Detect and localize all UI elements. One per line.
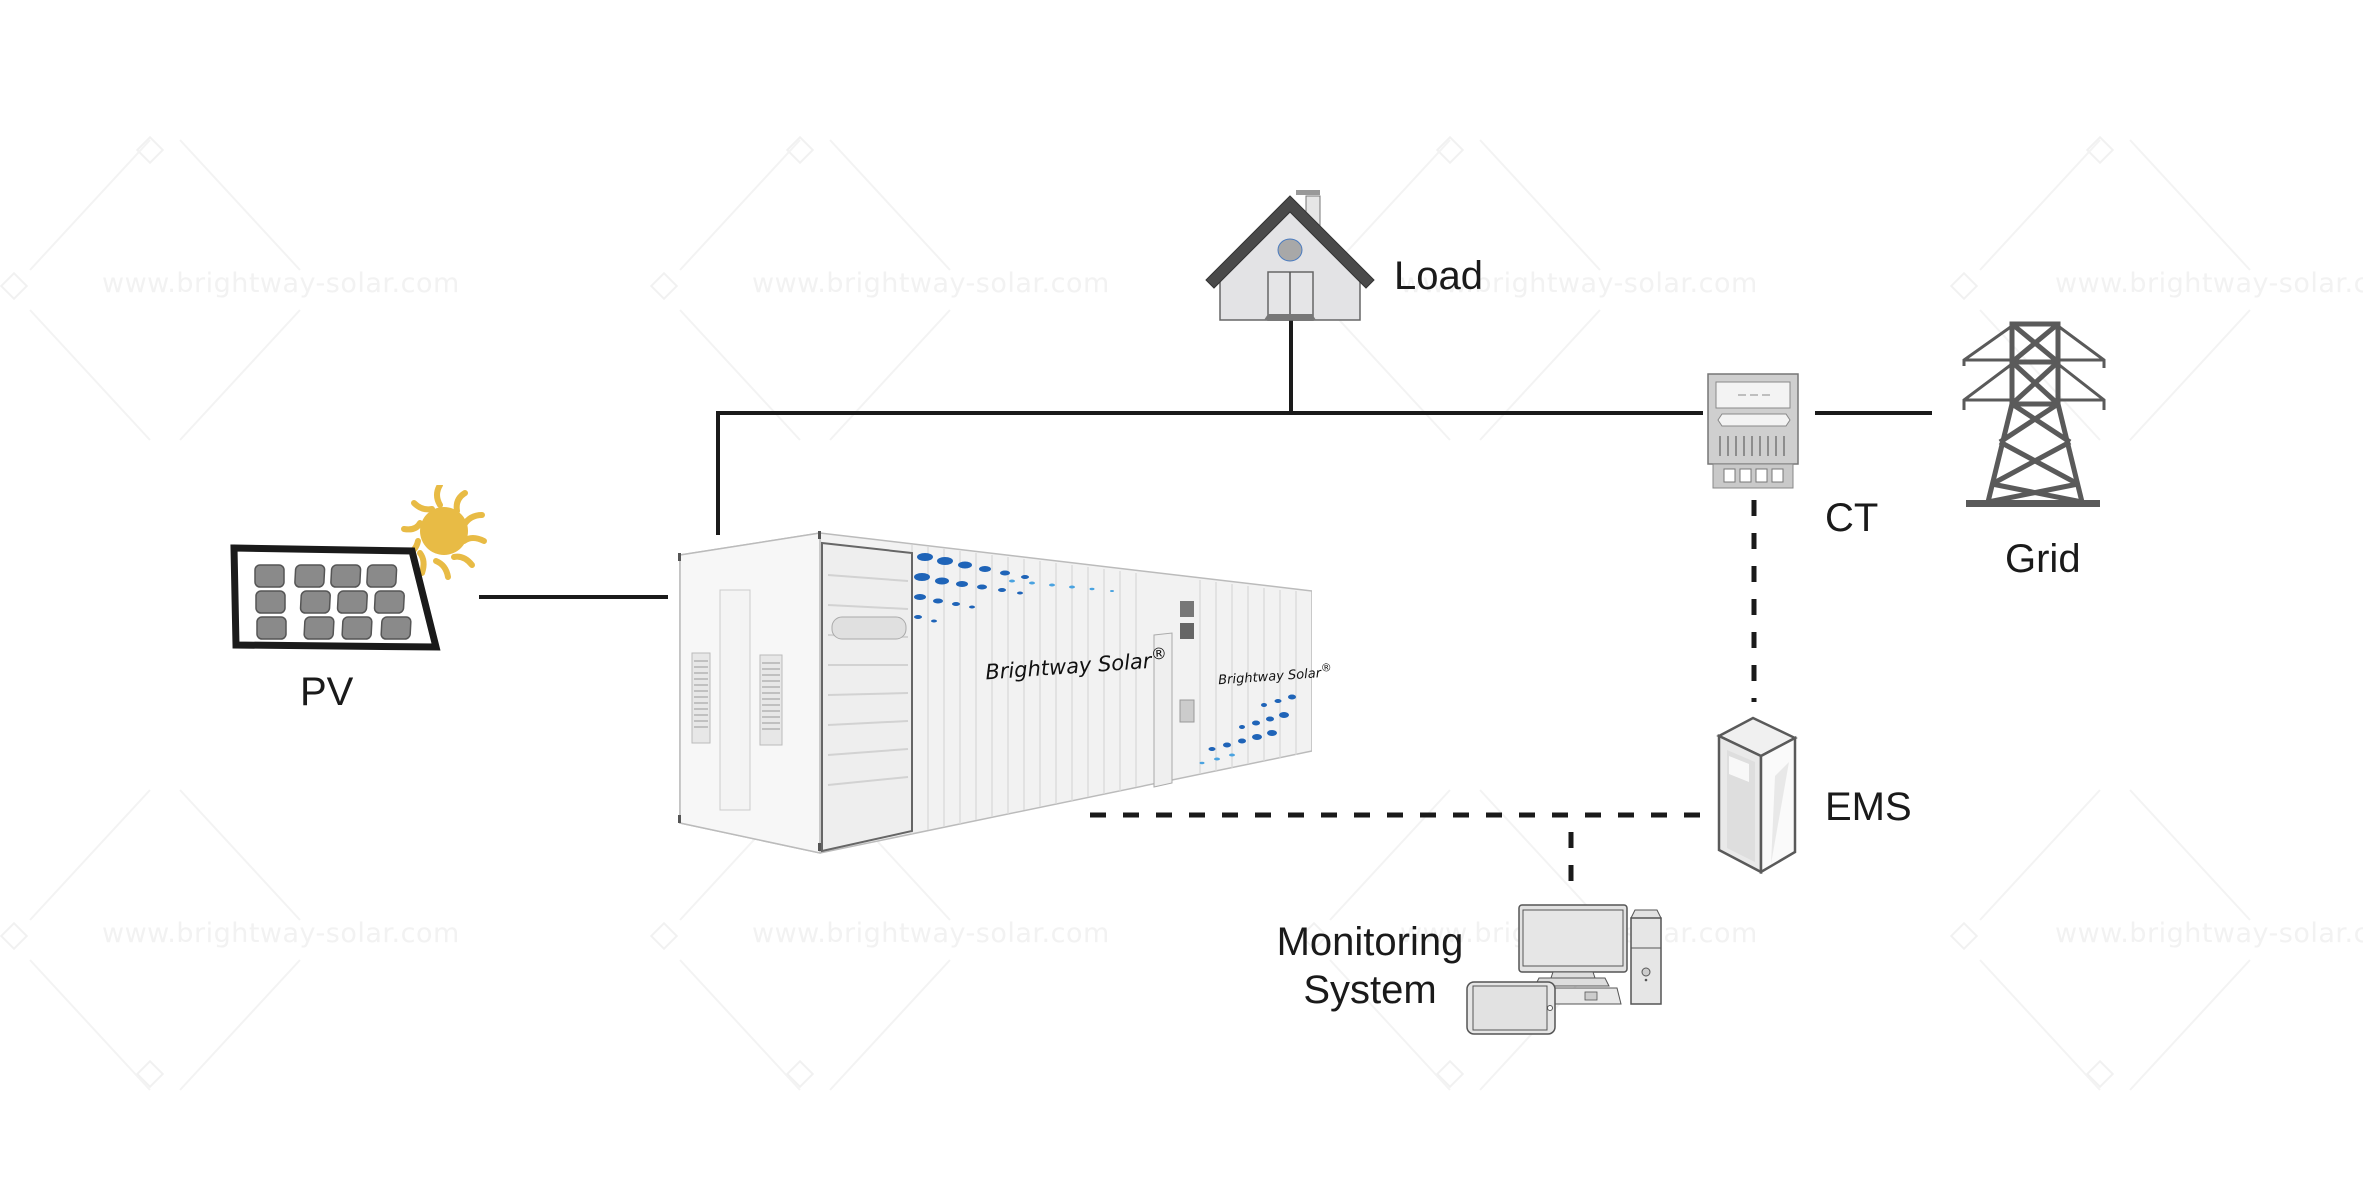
registered-mark: ® — [1150, 643, 1168, 664]
solar-panel-icon — [230, 485, 487, 651]
monitoring-label-line2: System — [1303, 968, 1437, 1012]
grid-label: Grid — [2005, 537, 2081, 581]
watermark-text: www.brightway-solar.com — [102, 918, 460, 949]
brand-dot-pattern — [914, 553, 1296, 751]
ct-label: CT — [1825, 496, 1879, 540]
desktop-computer-icon — [1518, 904, 1662, 1005]
registered-mark: ® — [1320, 661, 1333, 675]
tablet-icon — [1466, 981, 1556, 1035]
meter-icon — [1707, 373, 1799, 489]
battery-container-icon — [678, 531, 1312, 854]
house-icon — [1205, 190, 1375, 321]
load-label: Load — [1394, 254, 1483, 298]
computer-tablet-icon — [1466, 904, 1662, 1035]
watermark-text: www.brightway-solar.com — [752, 918, 1110, 949]
watermark-text: www.brightway-solar.com — [752, 268, 1110, 299]
transmission-tower-icon — [1962, 321, 2106, 507]
monitoring-label-line1: Monitoring — [1276, 920, 1464, 964]
pv-label: PV — [300, 670, 354, 714]
watermark-text: www.brightway-solar.com — [102, 268, 460, 299]
monitoring-system-label: Monitoring System — [1250, 918, 1490, 1014]
watermark-text: www.brightway-solar.com — [2055, 918, 2363, 949]
server-cabinet-icon — [1716, 716, 1798, 875]
ems-label: EMS — [1825, 785, 1912, 829]
watermark-text: www.brightway-solar.com — [1400, 268, 1758, 299]
watermark-text: www.brightway-solar.com — [2055, 268, 2363, 299]
